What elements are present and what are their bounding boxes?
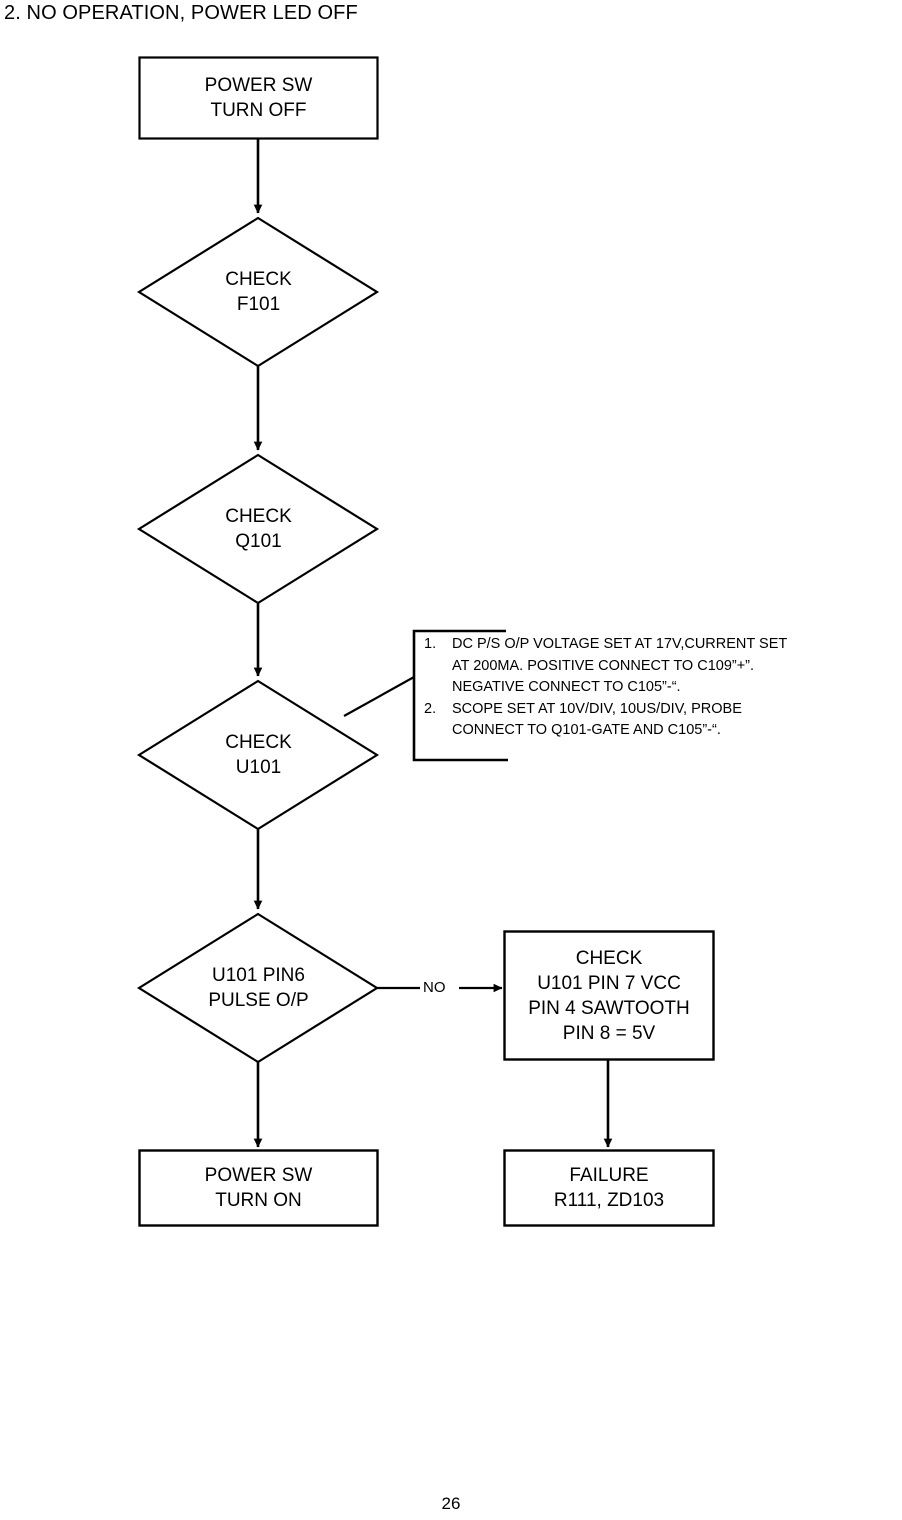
callout-line: SCOPE SET AT 10V/DIV, 10US/DIV, PROBE (452, 700, 742, 717)
node-line: PULSE O/P (208, 990, 309, 1011)
shape-power-sw-turn-off (138, 56, 379, 140)
callout-note: 1. DC P/S O/P VOLTAGE SET AT 17V,CURRENT… (424, 634, 894, 742)
node-check-u101: CHECK U101 (139, 718, 378, 792)
callout-line: NEGATIVE CONNECT TO C105”-“. (452, 679, 681, 695)
node-check-f101: CHECK F101 (139, 255, 378, 329)
page-heading: 2. NO OPERATION, POWER LED OFF (4, 2, 358, 24)
node-line: U101 PIN6 (212, 965, 305, 986)
node-line: POWER SW (204, 75, 313, 96)
node-line: CHECK (225, 269, 292, 290)
page-number: 26 (441, 1494, 461, 1513)
callout-item-body: SCOPE SET AT 10V/DIV, 10US/DIV, PROBE CO… (452, 699, 894, 742)
node-power-sw-turn-off: POWER SW TURN OFF (139, 57, 378, 139)
node-line: TURN ON (215, 1190, 302, 1211)
node-line: TURN OFF (210, 100, 307, 121)
node-line: CHECK (575, 947, 643, 969)
node-line: CHECK (225, 732, 292, 753)
callout-item: 2. SCOPE SET AT 10V/DIV, 10US/DIV, PROBE… (424, 699, 894, 742)
node-line: Q101 (235, 531, 282, 552)
node-line: F101 (236, 294, 281, 315)
shape-power-sw-turn-on (138, 1149, 379, 1227)
callout-item-number: 2. (424, 700, 437, 717)
node-line: FAILURE (569, 1165, 649, 1186)
shape-failure-r111-zd103 (503, 1149, 715, 1227)
node-line: POWER SW (204, 1165, 313, 1186)
callout-line: AT 200MA. POSITIVE CONNECT TO C109”+”. (452, 657, 755, 674)
callout-bracket (412, 629, 508, 762)
node-power-sw-turn-on: POWER SW TURN ON (139, 1150, 378, 1226)
node-line: R111, ZD103 (553, 1190, 665, 1211)
callout-item-body: DC P/S O/P VOLTAGE SET AT 17V,CURRENT SE… (452, 634, 894, 699)
node-check-u101-pins: CHECK U101 PIN 7 VCC PIN 4 SAWTOOTH PIN … (504, 931, 714, 1060)
node-line: CHECK (225, 506, 292, 527)
callout-item-number: 1. (424, 636, 437, 652)
node-line: PIN 4 SAWTOOTH (528, 997, 690, 1019)
node-line: U101 PIN 7 VCC (537, 972, 681, 994)
callout-item: 1. DC P/S O/P VOLTAGE SET AT 17V,CURRENT… (424, 634, 894, 699)
callout-line: DC P/S O/P VOLTAGE SET AT 17V,CURRENT SE… (452, 636, 788, 652)
node-u101-pin6-pulse: U101 PIN6 PULSE O/P (139, 951, 378, 1025)
node-failure-r111-zd103: FAILURE R111, ZD103 (504, 1150, 714, 1226)
callout-line: CONNECT TO Q101-GATE AND C105”-“. (452, 722, 721, 738)
edge-label-no: NO (423, 979, 446, 996)
node-line: U101 (235, 757, 282, 778)
node-line: PIN 8 = 5V (562, 1022, 656, 1044)
node-check-q101: CHECK Q101 (139, 492, 378, 566)
shape-check-u101-pins (503, 930, 715, 1061)
callout-leader-line (343, 676, 415, 717)
